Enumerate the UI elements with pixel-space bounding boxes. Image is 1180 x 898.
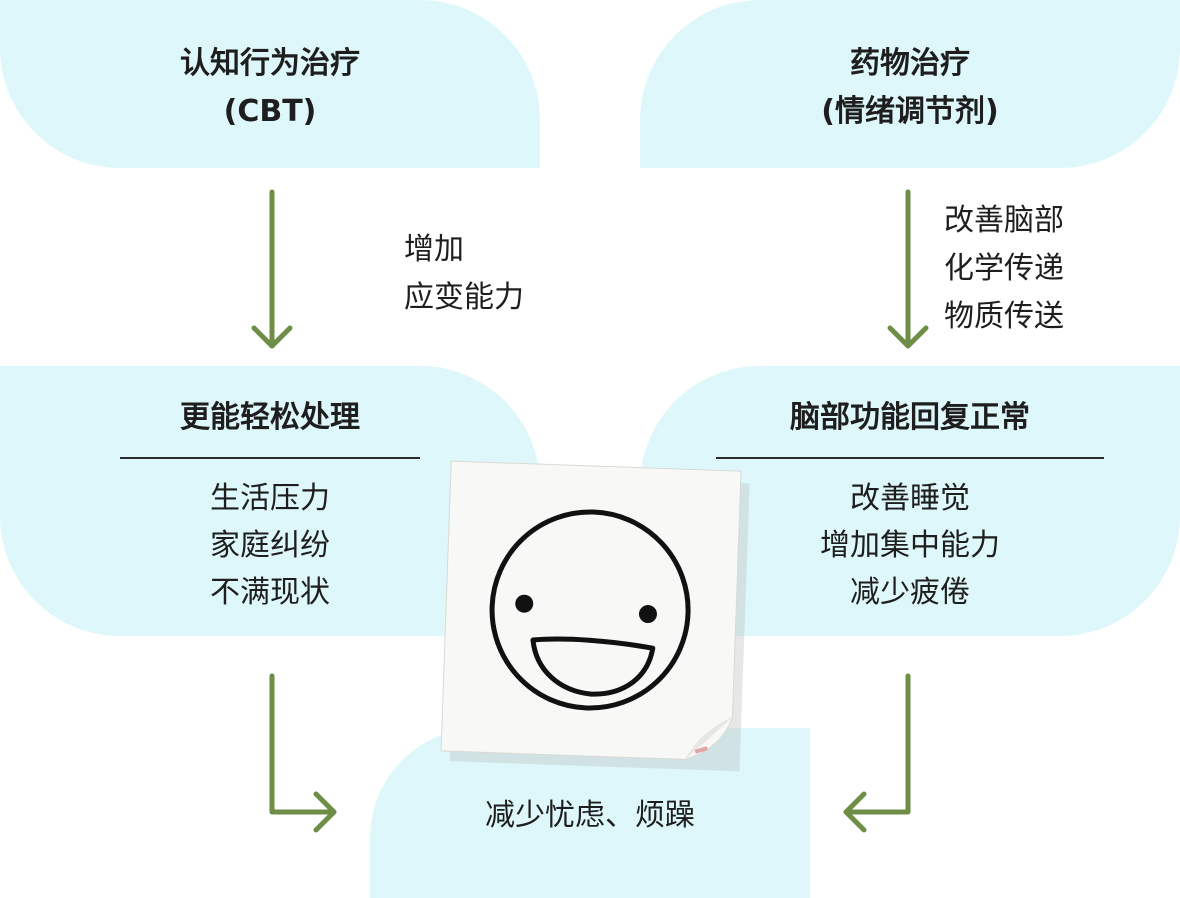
medication-edge-note-line-2: 化学传递 bbox=[944, 251, 1064, 286]
medication-edge-note-line-3: 物质传送 bbox=[944, 299, 1064, 334]
cbt-title: 认知行为治疗 (CBT) bbox=[120, 40, 420, 136]
medication-edge-note: 改善脑部 化学传递 物质传送 bbox=[944, 197, 1064, 341]
cbt-edge-note-line-2: 应变能力 bbox=[404, 280, 524, 315]
medication-title: 药物治疗 (情绪调节剂) bbox=[760, 40, 1060, 136]
coping-divider bbox=[120, 457, 420, 459]
cbt-edge-note: 增加 应变能力 bbox=[404, 226, 524, 322]
result-text: 减少忧虑、烦躁 bbox=[485, 798, 695, 833]
arrow-brain-to-result bbox=[843, 673, 911, 833]
brain-divider bbox=[716, 457, 1104, 459]
cbt-title-line-2: (CBT) bbox=[223, 94, 317, 129]
arrow-medication-to-brain bbox=[887, 189, 929, 349]
brain-item: 增加集中能力 bbox=[820, 528, 1000, 563]
coping-title: 更能轻松处理 bbox=[180, 400, 360, 435]
medication-title-line-1: 药物治疗 bbox=[850, 46, 970, 81]
cbt-edge-note-line-1: 增加 bbox=[404, 232, 464, 267]
arrow-cbt-to-coping bbox=[251, 189, 293, 349]
medication-box bbox=[640, 0, 1180, 168]
medication-edge-note-line-1: 改善脑部 bbox=[944, 203, 1064, 238]
arrow-coping-to-result bbox=[269, 673, 337, 833]
brain-item: 改善睡觉 bbox=[850, 481, 970, 516]
cbt-box bbox=[0, 0, 540, 168]
coping-item: 不满现状 bbox=[210, 575, 330, 610]
smiley-face-sticky-note-icon bbox=[440, 460, 750, 772]
brain-title: 脑部功能回复正常 bbox=[790, 400, 1030, 435]
coping-item: 生活压力 bbox=[210, 481, 330, 516]
brain-list: 改善睡觉 增加集中能力 减少疲倦 bbox=[716, 475, 1104, 616]
medication-title-line-2: (情绪调节剂) bbox=[821, 94, 999, 129]
brain-item: 减少疲倦 bbox=[850, 575, 970, 610]
coping-item: 家庭纠纷 bbox=[210, 528, 330, 563]
cbt-title-line-1: 认知行为治疗 bbox=[180, 46, 360, 81]
coping-list: 生活压力 家庭纠纷 不满现状 bbox=[120, 475, 420, 616]
